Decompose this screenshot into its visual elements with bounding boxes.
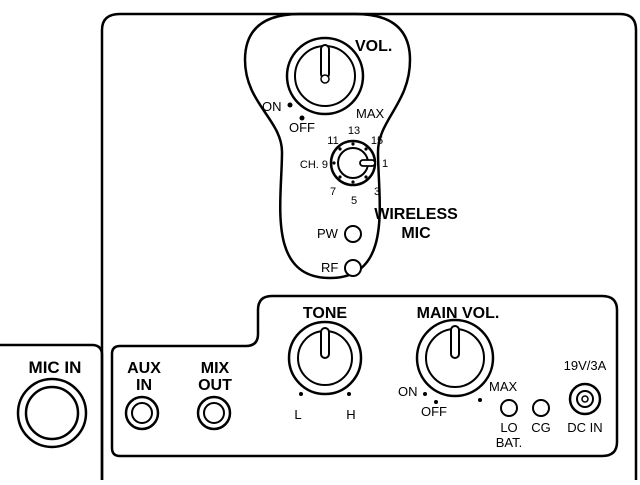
tone-knob-pointer xyxy=(320,327,330,359)
channel-label-9: CH. 9 xyxy=(300,159,328,171)
lo-bat-indicator-led xyxy=(500,399,518,417)
main-vol-on-label: ON xyxy=(398,384,418,399)
pw-indicator-led xyxy=(344,225,362,243)
main-vol-on-dot xyxy=(423,392,427,396)
vol-max-label: MAX xyxy=(356,106,385,121)
main-vol-max-label: MAX xyxy=(489,379,518,394)
vol-on-label: ON xyxy=(262,99,282,114)
mic-in-jack-inner xyxy=(24,385,80,441)
aux-in-jack-inner xyxy=(131,402,153,424)
tone-high-label: H xyxy=(346,407,355,422)
channel-dot-15 xyxy=(364,147,368,151)
dc-in-jack-ring xyxy=(576,390,594,408)
mic-in-panel-outline xyxy=(0,343,104,480)
dc-in-jack-outer[interactable] xyxy=(568,382,602,416)
main-vol-knob-pointer xyxy=(450,325,460,359)
dc-in-label: DC IN xyxy=(567,420,602,435)
aux-label-line2: IN xyxy=(136,377,152,394)
channel-selector-pointer xyxy=(359,159,376,167)
channel-dot-5 xyxy=(351,180,355,184)
channel-dot-13 xyxy=(351,142,355,146)
vol-label: VOL. xyxy=(355,38,392,55)
cg-label: CG xyxy=(531,420,551,435)
cg-indicator-led xyxy=(532,399,550,417)
channel-number-13: 13 xyxy=(348,125,360,137)
channel-dot-7 xyxy=(338,175,342,179)
main-vol-label: MAIN VOL. xyxy=(417,305,500,322)
channel-number-1: 1 xyxy=(382,158,388,170)
wireless-title-line2: MIC xyxy=(401,225,431,242)
tone-label: TONE xyxy=(303,305,347,322)
tone-high-dot xyxy=(347,392,351,396)
rf-label: RF xyxy=(321,260,338,275)
channel-number-15: 15 xyxy=(371,135,383,147)
mix-label-line2: OUT xyxy=(198,377,232,394)
channel-number-7: 7 xyxy=(330,186,336,198)
lo-bat-label-line2: BAT. xyxy=(496,435,523,450)
dc-in-jack-pin xyxy=(581,395,589,403)
vol-knob-pointer xyxy=(320,44,330,79)
vol-knob-center xyxy=(320,74,330,84)
power-rating-label: 19V/3A xyxy=(564,358,607,373)
channel-number-5: 5 xyxy=(351,195,357,207)
channel-dot-9 xyxy=(332,161,336,165)
mix-out-jack-inner xyxy=(203,402,225,424)
lower-panel-outline xyxy=(110,294,619,458)
channel-number-11: 11 xyxy=(327,135,338,147)
mix-label-line1: MIX xyxy=(201,360,230,377)
pw-label: PW xyxy=(317,226,339,241)
tone-low-dot xyxy=(299,392,303,396)
rf-indicator-led xyxy=(344,259,362,277)
vol-on-dot xyxy=(287,102,293,108)
aux-in-jack-outer[interactable] xyxy=(124,395,160,431)
channel-dot-3 xyxy=(364,175,368,179)
mic-in-jack-outer[interactable] xyxy=(16,377,88,449)
main-vol-off-dot xyxy=(434,400,438,404)
wireless-mic-panel-outline xyxy=(243,12,412,280)
main-faceplate-outline xyxy=(100,12,638,480)
aux-label-line1: AUX xyxy=(127,360,161,377)
mic-in-label: MIC IN xyxy=(29,358,82,377)
tone-low-label: L xyxy=(294,407,301,422)
vol-off-label: OFF xyxy=(289,120,315,135)
wireless-title-line1: WIRELESS xyxy=(374,206,458,223)
mix-out-jack-outer[interactable] xyxy=(196,395,232,431)
channel-number-3: 3 xyxy=(374,186,380,198)
main-vol-off-label: OFF xyxy=(421,404,447,419)
lo-bat-label-line1: LO xyxy=(500,420,517,435)
channel-dot-11 xyxy=(338,147,342,151)
vol-off-dot xyxy=(299,115,305,121)
main-vol-max-dot xyxy=(478,398,482,402)
